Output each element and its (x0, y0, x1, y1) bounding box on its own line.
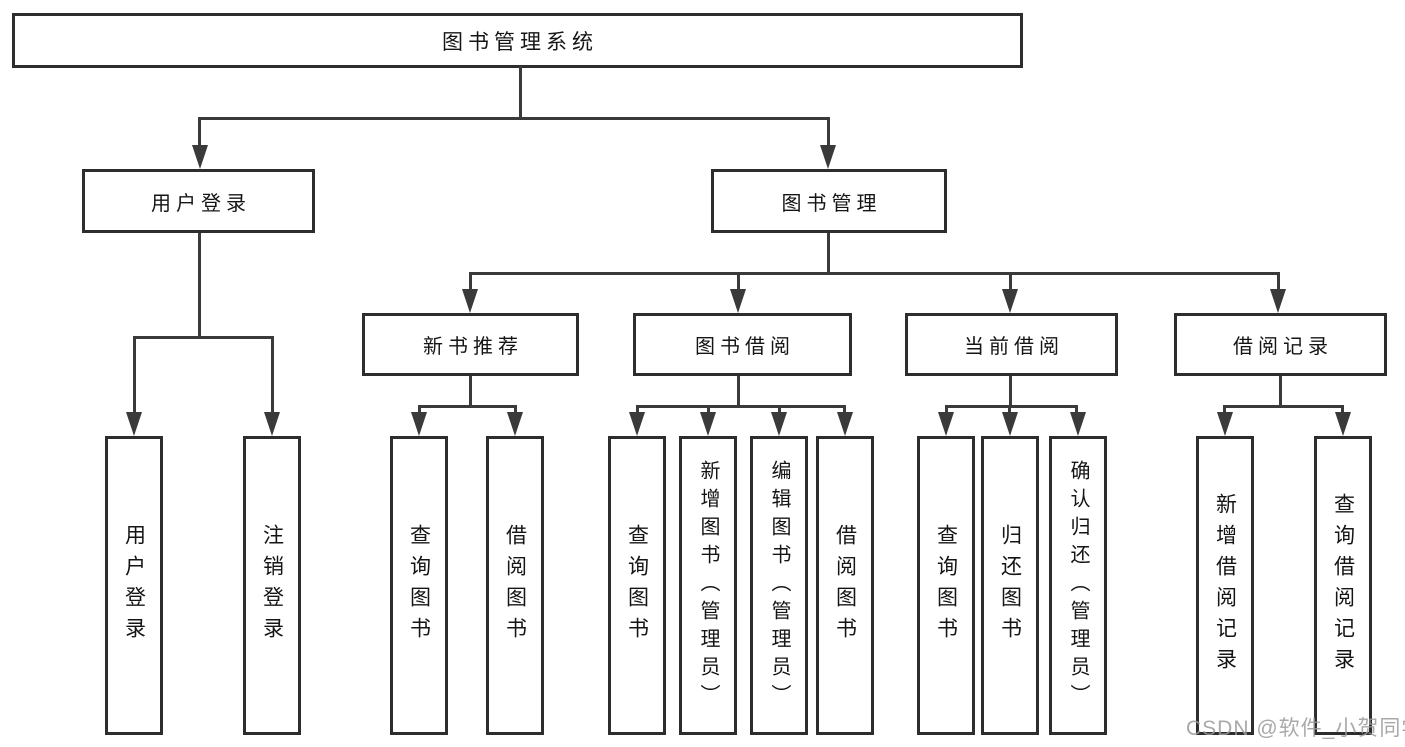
connector-line (737, 272, 740, 292)
connector-line (198, 233, 201, 338)
connector-line (945, 405, 948, 417)
arrow-down-icon (507, 412, 523, 436)
node-leaf-logout: 注销登录 (243, 436, 301, 735)
connector-line (1008, 405, 1011, 417)
node-library-system: 图书管理系统 (12, 13, 1023, 68)
node-leaf-return-book: 归还图书 (981, 436, 1039, 735)
arrow-down-icon (1217, 412, 1233, 436)
connector-line (778, 405, 781, 417)
arrow-down-icon (264, 412, 280, 436)
node-leaf-borrow-book-borrow: 借阅图书 (816, 436, 874, 735)
node-leaf-add-book-admin: 新增图书（管理员） (679, 436, 737, 735)
arrow-down-icon (700, 412, 716, 436)
connector-line (1009, 376, 1012, 408)
arrow-down-icon (1002, 289, 1018, 313)
arrow-down-icon (1335, 412, 1351, 436)
arrow-down-icon (938, 412, 954, 436)
connector-line (636, 405, 639, 417)
node-leaf-edit-book-admin: 编辑图书（管理员） (750, 436, 808, 735)
connector-line (1223, 405, 1226, 417)
arrow-down-icon (1270, 289, 1286, 313)
connector-line (198, 117, 201, 149)
arrow-down-icon (730, 289, 746, 313)
connector-line (945, 405, 1077, 408)
connector-line (198, 117, 830, 120)
arrow-down-icon (629, 412, 645, 436)
node-book-management: 图书管理 (711, 169, 947, 233)
node-leaf-user-login: 用户登录 (105, 436, 163, 735)
connector-line (1075, 405, 1078, 417)
connector-line (133, 336, 136, 416)
connector-line (271, 336, 274, 416)
arrow-down-icon (192, 145, 208, 169)
connector-line (737, 376, 740, 408)
arrow-down-icon (126, 412, 142, 436)
connector-line (843, 405, 846, 417)
connector-line (827, 233, 830, 275)
arrow-down-icon (820, 145, 836, 169)
arrow-down-icon (1070, 412, 1086, 436)
node-current-borrow: 当前借阅 (905, 313, 1118, 376)
arrow-down-icon (837, 412, 853, 436)
connector-line (469, 272, 472, 292)
node-leaf-query-book-recommend: 查询图书 (390, 436, 448, 735)
node-leaf-confirm-return-admin: 确认归还（管理员） (1049, 436, 1107, 735)
csdn-watermark: CSDN @软件_小贺同学 (1186, 717, 1405, 740)
connector-line (418, 405, 421, 417)
node-borrow-record: 借阅记录 (1174, 313, 1387, 376)
arrow-down-icon (411, 412, 427, 436)
connector-line (469, 376, 472, 408)
connector-line (519, 66, 522, 119)
node-leaf-query-book-current: 查询图书 (917, 436, 975, 735)
arrow-down-icon (1002, 412, 1018, 436)
node-new-book-recommend: 新书推荐 (362, 313, 579, 376)
node-book-borrow: 图书借阅 (633, 313, 852, 376)
connector-line (827, 117, 830, 149)
connector-line (133, 336, 274, 339)
node-leaf-query-book-borrow: 查询图书 (608, 436, 666, 735)
node-leaf-query-borrow-record: 查询借阅记录 (1314, 436, 1372, 735)
connector-line (469, 272, 1280, 275)
connector-line (636, 405, 846, 408)
connector-line (1279, 376, 1282, 408)
node-user-login: 用户登录 (82, 169, 315, 233)
connector-line (707, 405, 710, 417)
connector-line (418, 405, 517, 408)
connector-line (1341, 405, 1344, 417)
connector-line (1223, 405, 1343, 408)
arrow-down-icon (771, 412, 787, 436)
connector-line (1009, 272, 1012, 292)
connector-line (1277, 272, 1280, 292)
arrow-down-icon (462, 289, 478, 313)
node-leaf-borrow-book-recommend: 借阅图书 (486, 436, 544, 735)
connector-line (514, 405, 517, 417)
node-leaf-add-borrow-record: 新增借阅记录 (1196, 436, 1254, 735)
